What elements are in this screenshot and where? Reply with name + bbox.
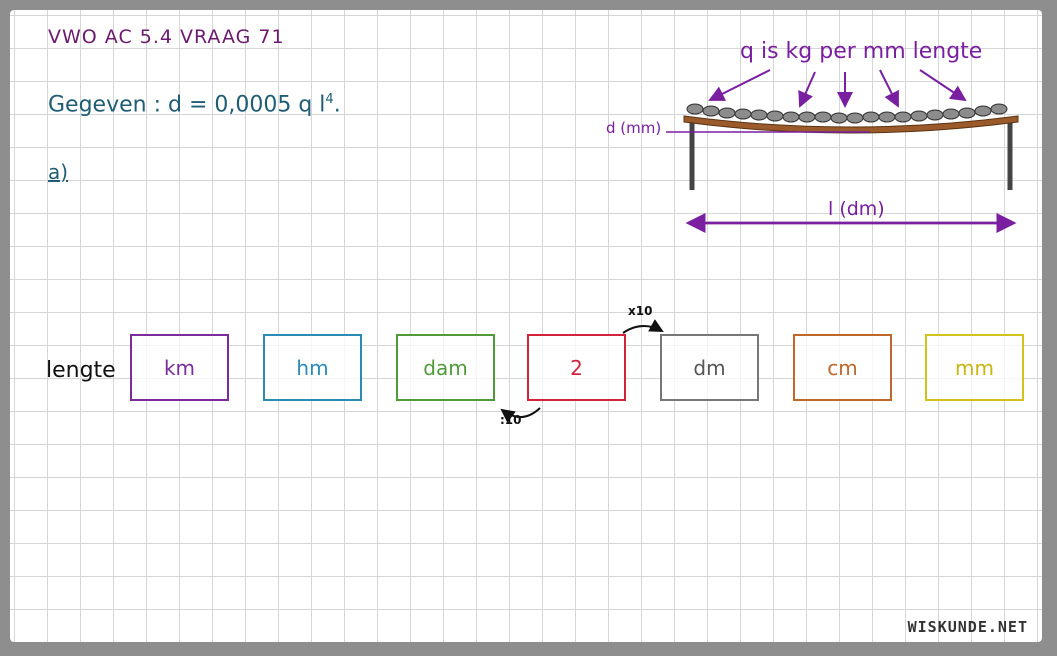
unit-label-hm: hm	[296, 355, 329, 380]
whiteboard-canvas: VWO AC 5.4 VRAAG 71 Gegeven : d = 0,0005…	[10, 10, 1042, 642]
part-label: a)	[48, 160, 69, 184]
unit-box-dam: dam	[396, 334, 495, 401]
unit-label-km: km	[163, 355, 196, 380]
unit-row-label: lengte	[46, 358, 116, 383]
divide-note: :10	[500, 413, 522, 427]
unit-box-km: km	[130, 334, 229, 401]
formula-exponent: 4	[325, 92, 334, 107]
multiply-note: x10	[628, 304, 653, 318]
deflection-label: d (mm)	[606, 119, 661, 137]
watermark-logo: WISKUNDE.NET	[907, 618, 1028, 636]
unit-label-meter: 2	[570, 355, 583, 380]
given-formula: Gegeven : d = 0,0005 q l4.	[48, 92, 341, 117]
unit-label-dm: dm	[693, 355, 726, 380]
conversion-arrows	[500, 319, 664, 423]
bent-beam	[683, 115, 1019, 134]
unit-box-meter: 2	[527, 334, 626, 401]
beam-diagram: q is kg per mm lengte d (mm) l (dm)	[606, 39, 1019, 233]
unit-box-hm: hm	[263, 334, 362, 401]
load-description-label: q is kg per mm lengte	[740, 39, 982, 64]
length-label: l (dm)	[828, 198, 885, 220]
unit-box-cm: cm	[793, 334, 892, 401]
unit-box-mm: mm	[925, 334, 1024, 401]
load-arrows	[708, 69, 967, 108]
formula-end: .	[333, 92, 341, 118]
divide-arrow	[500, 407, 541, 423]
unit-label-mm: mm	[955, 355, 994, 380]
formula-text: Gegeven : d = 0,0005 q l	[48, 92, 326, 118]
exercise-title: VWO AC 5.4 VRAAG 71	[48, 26, 285, 48]
unit-label-cm: cm	[827, 355, 858, 380]
multiply-arrow	[622, 319, 664, 334]
stones-load	[686, 103, 1008, 124]
unit-box-dm: dm	[660, 334, 759, 401]
unit-label-dam: dam	[423, 355, 468, 380]
